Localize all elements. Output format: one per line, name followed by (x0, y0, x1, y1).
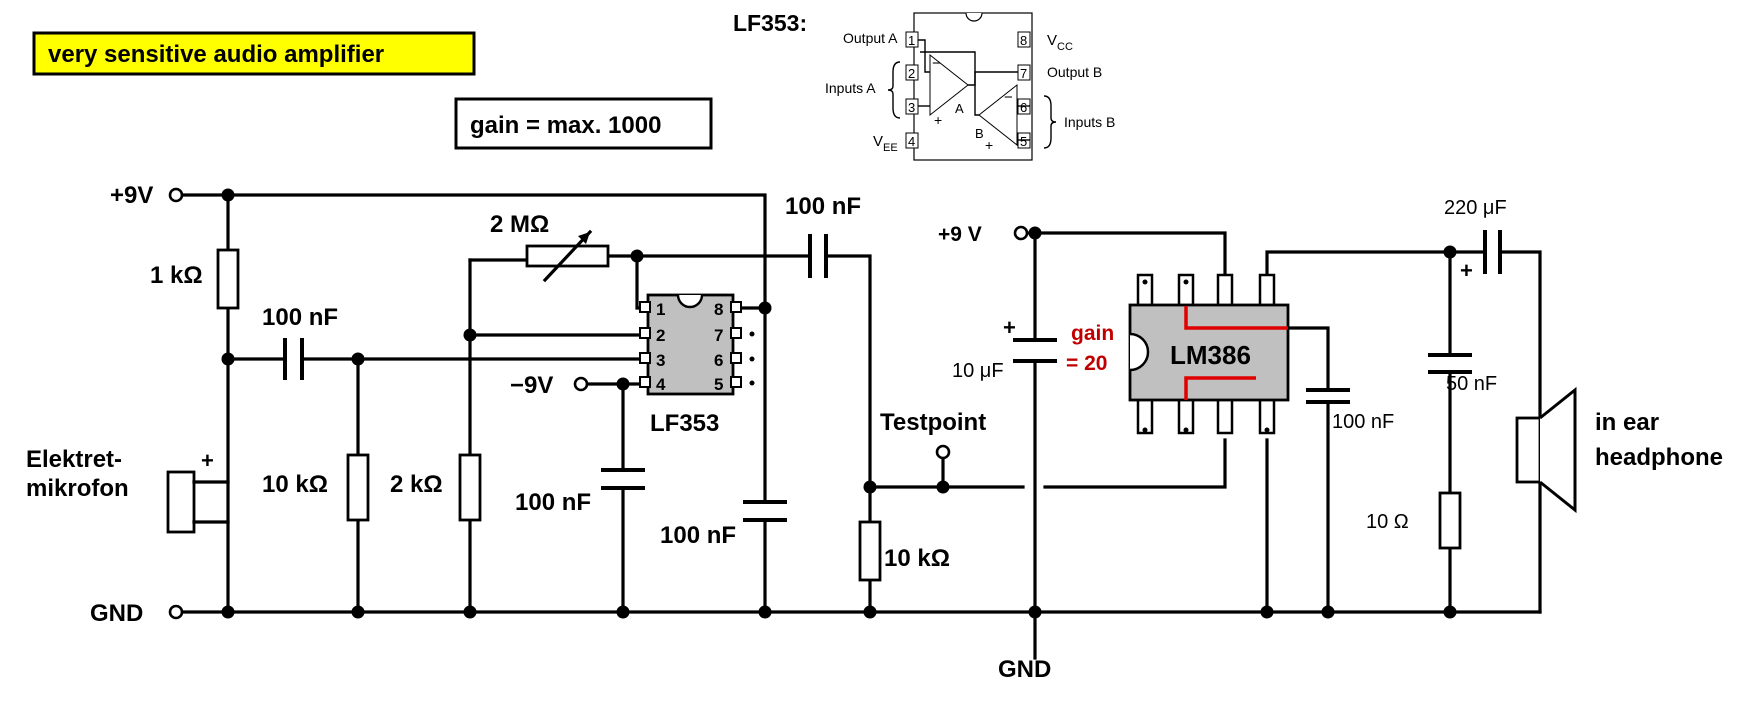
terminal-plus9v-right: +9 V (938, 223, 1029, 246)
inputs-b-label: Inputs B (1064, 114, 1115, 130)
chip-pin-number: 4 (656, 375, 666, 394)
wires (176, 193, 1542, 660)
minus9v-label: −9V (510, 372, 553, 399)
lf353-chip-label: LF353 (650, 410, 719, 437)
lm386-chip-label: LM386 (1170, 340, 1251, 370)
c50n-label: 50 nF (1446, 373, 1497, 395)
headphone-speaker: in ear headphone (1515, 386, 1723, 514)
gain-label: gain = 20 (1066, 322, 1120, 375)
potentiometer-2m: 2 MΩ (490, 211, 610, 283)
capacitor-10u: + 10 μF (952, 315, 1057, 382)
plus9v-right-label: +9 V (938, 223, 982, 246)
junctions (221, 188, 1457, 619)
amp-a-minus: − (932, 55, 941, 72)
capacitor-100n-lm386: 100 nF (1306, 388, 1394, 433)
terminal-plus9v-left: +9V (110, 182, 184, 209)
mic-label-line: Elektret- (26, 446, 122, 473)
inputs-a-label: Inputs A (825, 80, 876, 96)
lf353-chip: 1 2 3 4 8 7 6 5 LF353 (639, 293, 755, 437)
gain-box-text: gain = max. 1000 (470, 112, 661, 139)
pinout-heading: LF353: (733, 10, 807, 36)
terminal-gnd-left: GND (90, 600, 184, 627)
c100n-coupling-label: 100 nF (785, 193, 861, 220)
title-text: very sensitive audio amplifier (48, 41, 384, 68)
terminal-gnd-bottom: GND (998, 656, 1051, 683)
pin-number: 5 (1020, 134, 1027, 149)
vee-label: VEE (873, 133, 898, 154)
chip-pin-number: 7 (714, 326, 723, 345)
chip-pin-number: 6 (714, 351, 723, 370)
output-a-label: Output A (843, 30, 898, 46)
resistor-10r: 10 Ω (1366, 491, 1462, 550)
resistor-10k-test: 10 kΩ (858, 520, 950, 582)
pin-number: 2 (908, 66, 915, 81)
c10u-label: 10 μF (952, 360, 1004, 382)
gain-label-line: = 20 (1066, 352, 1107, 375)
amp-b-label: B (975, 126, 984, 141)
testpoint: Testpoint (880, 409, 986, 460)
c10u-plus: + (1003, 315, 1016, 340)
r1k-label: 1 kΩ (150, 262, 203, 289)
capacitor-220u: + 220 μF (1444, 197, 1507, 283)
c100n-neg-label: 100 nF (515, 489, 591, 516)
mic-plus: + (201, 448, 214, 473)
pin-number: 4 (908, 134, 915, 149)
plus9v-left-label: +9V (110, 182, 153, 209)
amp-a-plus: + (934, 112, 942, 128)
lf353-pinout: LF353: 1 2 3 4 8 7 6 5 − + A − + B (733, 10, 1115, 161)
mic-label: Elektret- mikrofon (26, 446, 129, 502)
capacitor-100n-neg: 100 nF (515, 468, 645, 516)
c100n-pos-label: 100 nF (660, 522, 736, 549)
resistor-2k: 2 kΩ (390, 453, 482, 522)
gnd-bottom-label: GND (998, 656, 1051, 683)
title-box: very sensitive audio amplifier (32, 31, 476, 76)
chip-pin-number: 1 (656, 300, 665, 319)
chip-pin-number: 2 (656, 326, 665, 345)
c220u-plus: + (1460, 258, 1473, 283)
pin-number: 3 (908, 100, 915, 115)
capacitor-50n: 50 nF (1428, 353, 1497, 395)
vcc-label: VCC (1047, 32, 1073, 53)
headphone-label: in ear headphone (1595, 409, 1723, 471)
r2k-label: 2 kΩ (390, 471, 443, 498)
c100n-lm386-label: 100 nF (1332, 411, 1394, 433)
pot2m-label: 2 MΩ (490, 211, 549, 238)
resistor-10k-left: 10 kΩ (262, 453, 370, 522)
chip-pin-number: 3 (656, 351, 665, 370)
electret-microphone: + Elektret- mikrofon (26, 446, 230, 534)
capacitor-100n-input: 100 nF (262, 304, 338, 380)
amp-a-label: A (955, 101, 964, 116)
mic-label-line: mikrofon (26, 475, 129, 502)
lm386-chip: LM386 gain = 20 (1066, 273, 1290, 435)
gain-label-line: gain (1071, 322, 1114, 345)
amp-b-plus: + (985, 137, 993, 153)
capacitor-100n-pos: 100 nF (660, 500, 787, 549)
r10k-left-label: 10 kΩ (262, 471, 328, 498)
c220u-label: 220 μF (1444, 197, 1507, 219)
chip-pin-number: 5 (714, 375, 723, 394)
headphone-label-line: in ear (1595, 409, 1659, 436)
terminal-minus9v: −9V (510, 372, 589, 399)
pin-number: 8 (1020, 33, 1027, 48)
r10k-test-label: 10 kΩ (884, 545, 950, 572)
gain-box: gain = max. 1000 (454, 97, 713, 150)
chip-pin-number: 8 (714, 300, 723, 319)
resistor-1k: 1 kΩ (150, 248, 240, 310)
capacitor-100n-coupling: 100 nF (785, 193, 861, 278)
output-b-label: Output B (1047, 64, 1102, 80)
c100n-input-label: 100 nF (262, 304, 338, 331)
pin-number: 7 (1020, 66, 1027, 81)
pin-number: 1 (908, 33, 915, 48)
pin-number: 6 (1020, 100, 1027, 115)
gnd-left-label: GND (90, 600, 143, 627)
testpoint-label: Testpoint (880, 409, 986, 436)
amp-b-minus: − (1004, 89, 1013, 106)
headphone-label-line: headphone (1595, 444, 1723, 471)
r10-label: 10 Ω (1366, 511, 1409, 533)
